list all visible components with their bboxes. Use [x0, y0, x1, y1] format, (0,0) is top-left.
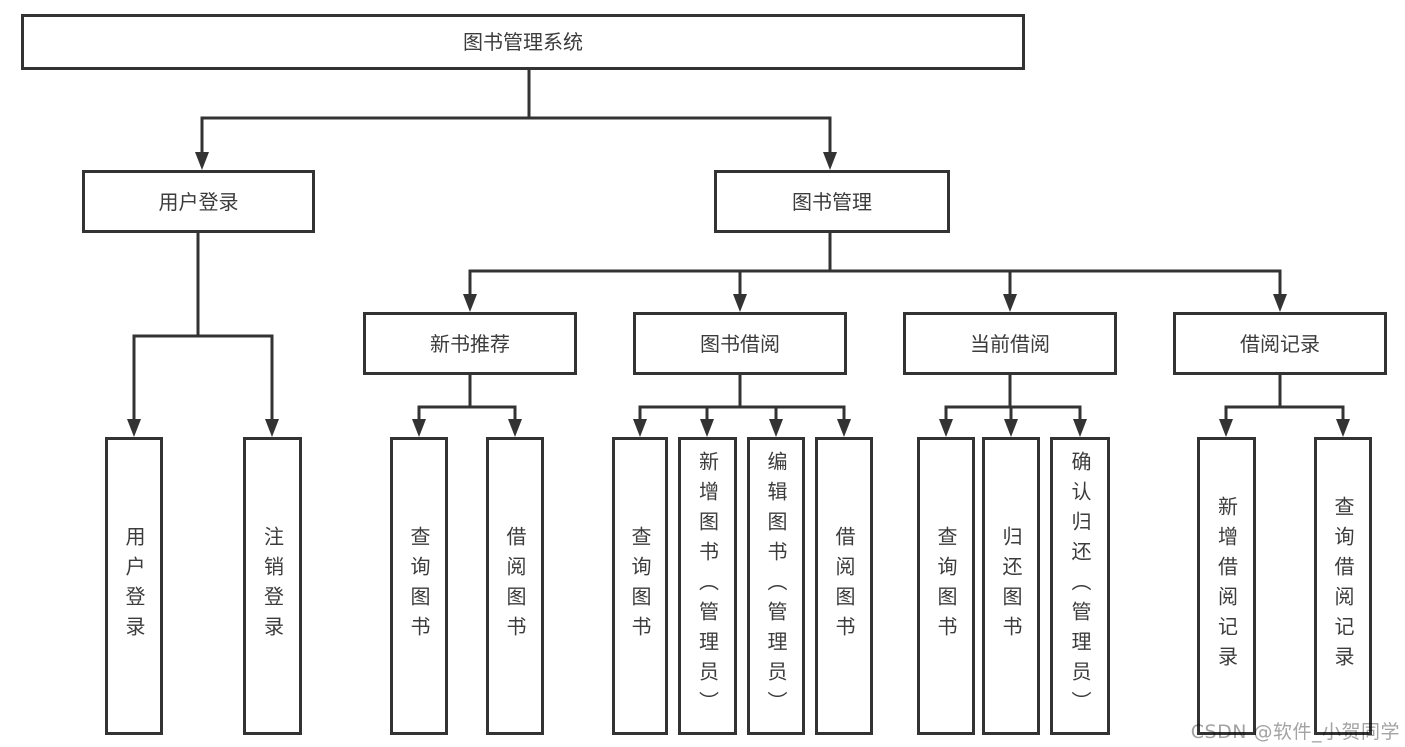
node-user-login: 用户登录: [82, 170, 315, 233]
arrow-down-icon: [1004, 419, 1018, 437]
leaf-query-borrow-record: 查询借阅记录: [1314, 437, 1372, 735]
arrow-down-icon: [412, 419, 426, 437]
arrow-down-icon: [1336, 419, 1350, 437]
leaf-label: 归还图书: [999, 526, 1023, 646]
leaf-add-borrow-record: 新增借阅记录: [1197, 437, 1256, 735]
node-new-book-recommend: 新书推荐: [363, 312, 577, 375]
arrowhead-icons: [127, 152, 1350, 437]
leaf-logout-login: 注销登录: [243, 437, 302, 735]
arrow-down-icon: [508, 419, 522, 437]
arrow-down-icon: [1073, 419, 1087, 437]
arrow-down-icon: [1219, 419, 1233, 437]
leaf-query-books-recommend: 查询图书: [390, 437, 448, 735]
leaf-query-books-borrowing: 查询图书: [612, 437, 668, 735]
leaf-label: 确认归还（管理员）: [1068, 451, 1092, 721]
arrow-down-icon: [837, 419, 851, 437]
leaf-label: 借阅图书: [503, 526, 527, 646]
arrow-down-icon: [939, 419, 953, 437]
leaf-return-books: 归还图书: [982, 437, 1040, 735]
leaf-label: 编辑图书（管理员）: [764, 451, 788, 721]
leaf-label: 新增借阅记录: [1214, 496, 1239, 676]
node-borrowing-records: 借阅记录: [1173, 312, 1387, 375]
arrow-down-icon: [265, 419, 279, 437]
leaf-borrow-books-borrowing: 借阅图书: [815, 437, 873, 735]
leaf-label: 查询图书: [407, 526, 431, 646]
leaf-label: 查询图书: [934, 526, 958, 646]
tree-edges: [132, 68, 1345, 423]
node-current-borrowing: 当前借阅: [903, 312, 1117, 375]
arrow-down-icon: [700, 419, 714, 437]
node-root-library-system: 图书管理系统: [21, 14, 1025, 70]
leaf-user-login: 用户登录: [105, 437, 163, 735]
arrow-down-icon: [633, 419, 647, 437]
csdn-watermark: CSDN @软件_小贺同学: [1190, 721, 1400, 743]
arrow-down-icon: [127, 419, 141, 437]
leaf-borrow-books-recommend: 借阅图书: [486, 437, 544, 735]
leaf-label: 新增图书（管理员）: [695, 451, 720, 721]
leaf-confirm-return-admin: 确认归还（管理员）: [1050, 437, 1110, 735]
leaf-edit-books-admin: 编辑图书（管理员）: [747, 437, 805, 735]
leaf-label: 查询图书: [628, 526, 652, 646]
node-book-borrowing: 图书借阅: [633, 312, 847, 375]
leaf-label: 借阅图书: [832, 526, 856, 646]
arrow-down-icon: [823, 152, 837, 170]
arrow-down-icon: [195, 152, 209, 170]
leaf-label: 查询借阅记录: [1331, 496, 1355, 676]
arrow-down-icon: [1273, 294, 1287, 312]
leaf-label: 用户登录: [122, 526, 146, 646]
leaf-add-books-admin: 新增图书（管理员）: [678, 437, 737, 735]
arrow-down-icon: [1003, 294, 1017, 312]
leaf-label: 注销登录: [260, 526, 285, 646]
leaf-query-books-current: 查询图书: [917, 437, 975, 735]
arrow-down-icon: [463, 294, 477, 312]
arrow-down-icon: [733, 294, 747, 312]
node-book-management: 图书管理: [714, 170, 950, 233]
arrow-down-icon: [769, 419, 783, 437]
